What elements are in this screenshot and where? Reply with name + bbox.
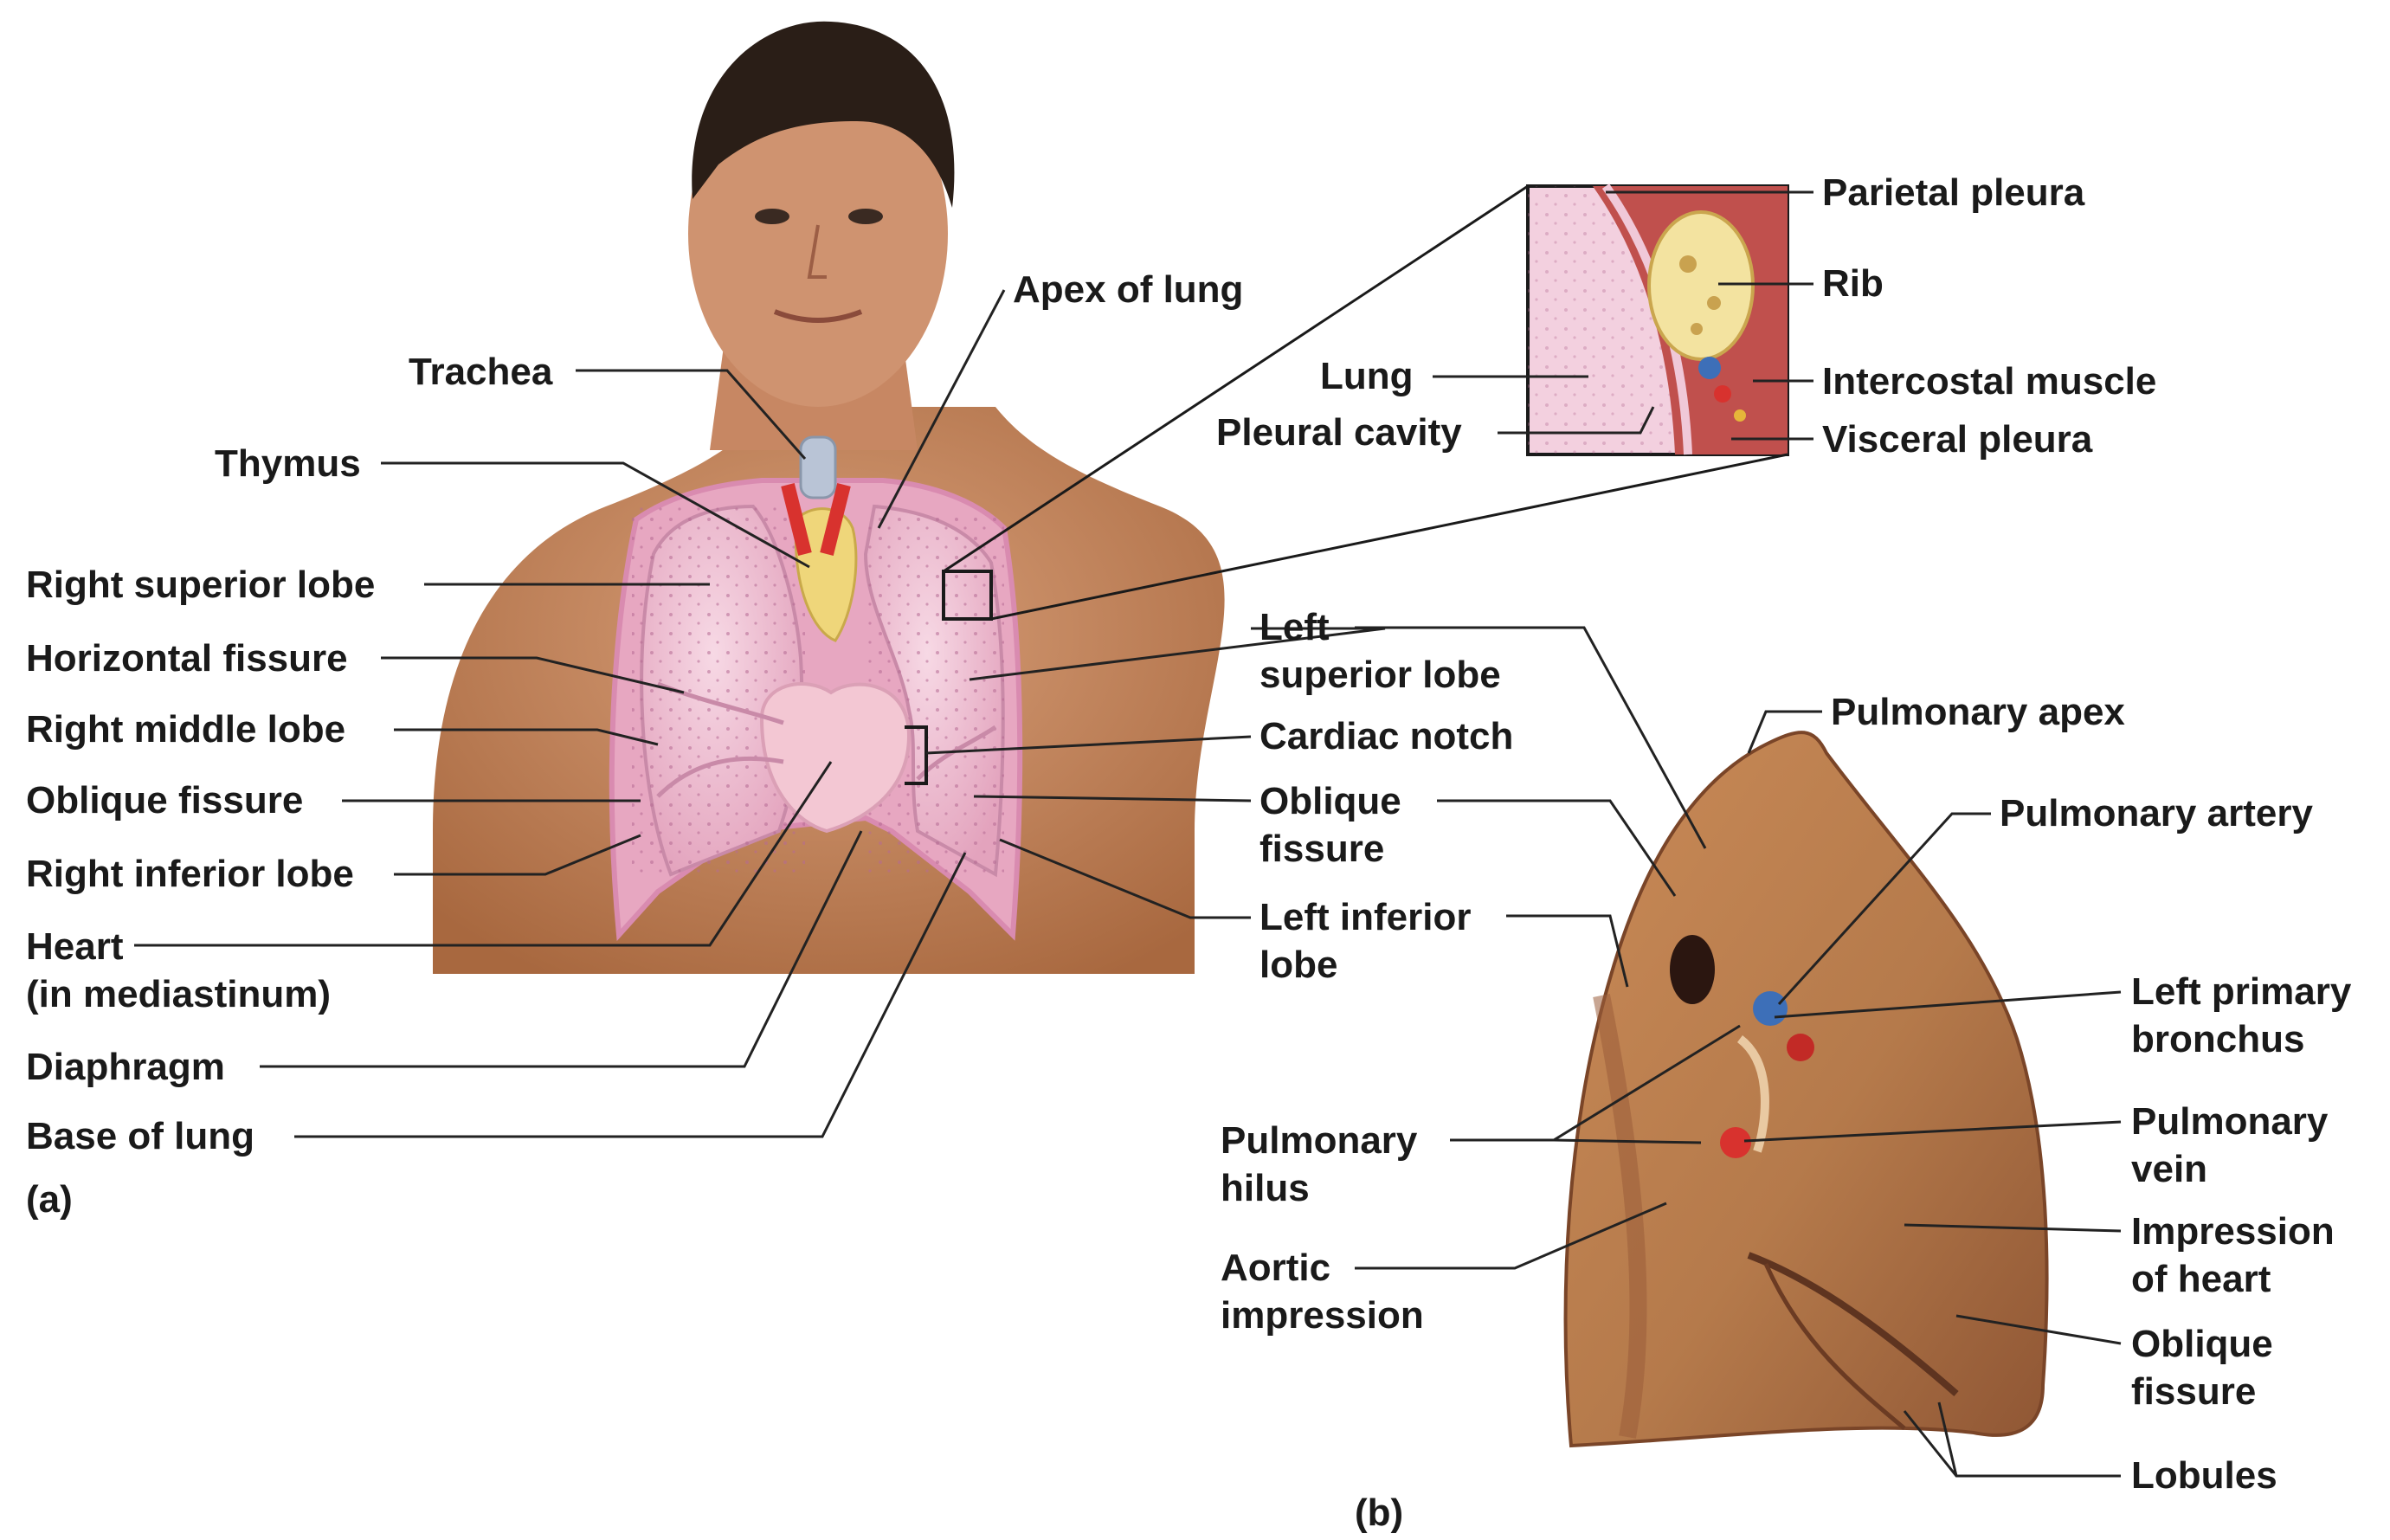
label-pulmonary-vein-line1: Pulmonary bbox=[2131, 1100, 2329, 1143]
label-left-inferior-lobe-line2: lobe bbox=[1259, 944, 1338, 986]
label-left-superior-lobe-line2: superior lobe bbox=[1259, 654, 1501, 696]
great-vessels bbox=[781, 483, 851, 556]
label-left-primary-bronchus: Left primary bronchus bbox=[2131, 968, 2351, 1063]
label-impression-of-heart: Impression of heart bbox=[2131, 1208, 2335, 1303]
pleura-inset bbox=[943, 184, 1789, 621]
label-left-primary-bronchus-line2: bronchus bbox=[2131, 1018, 2305, 1060]
label-oblique-fissure-specimen-line1: Oblique bbox=[2131, 1323, 2273, 1365]
label-intercostal-muscle: Intercostal muscle bbox=[1822, 360, 2157, 403]
label-left-primary-bronchus-line1: Left primary bbox=[2131, 970, 2352, 1013]
panel-a-tag: (a) bbox=[26, 1178, 73, 1221]
label-horizontal-fissure: Horizontal fissure bbox=[26, 637, 348, 680]
label-heart: Heart (in mediastinum) bbox=[26, 923, 331, 1018]
label-apex-of-lung: Apex of lung bbox=[1013, 268, 1244, 311]
label-rib: Rib bbox=[1822, 262, 1884, 305]
label-parietal-pleura: Parietal pleura bbox=[1822, 171, 2085, 214]
label-oblique-fissure-right: Oblique fissure bbox=[26, 779, 304, 822]
label-pulmonary-vein: Pulmonary vein bbox=[2131, 1098, 2328, 1193]
leader-lines bbox=[134, 190, 2122, 1478]
specimen-pulmonary-vein bbox=[1720, 1127, 1751, 1158]
label-aortic-impression-line2: impression bbox=[1221, 1294, 1424, 1337]
label-aortic-impression-line1: Aortic bbox=[1221, 1247, 1331, 1289]
label-oblique-fissure-left-line1: Oblique bbox=[1259, 780, 1401, 822]
label-pulmonary-hilus: Pulmonary hilus bbox=[1221, 1117, 1417, 1212]
label-lung: Lung bbox=[1320, 355, 1414, 397]
label-left-inferior-lobe-line1: Left inferior bbox=[1259, 896, 1472, 938]
label-cardiac-notch: Cardiac notch bbox=[1259, 715, 1514, 757]
label-left-superior-lobe: Left superior lobe bbox=[1259, 603, 1501, 699]
inset-locator-box bbox=[942, 570, 993, 621]
label-aortic-impression: Aortic impression bbox=[1221, 1244, 1424, 1339]
label-heart-line1: Heart bbox=[26, 925, 124, 968]
label-base-of-lung: Base of lung bbox=[26, 1115, 255, 1157]
rib bbox=[1647, 210, 1755, 361]
heart bbox=[759, 682, 912, 834]
lungs-illustration bbox=[609, 435, 1023, 942]
label-impression-of-heart-line2: of heart bbox=[2131, 1258, 2271, 1300]
label-impression-of-heart-line1: Impression bbox=[2131, 1210, 2335, 1253]
label-left-superior-lobe-line1: Left bbox=[1259, 606, 1330, 648]
label-right-superior-lobe: Right superior lobe bbox=[26, 564, 376, 606]
label-pleural-cavity: Pleural cavity bbox=[1216, 411, 1462, 454]
label-right-inferior-lobe: Right inferior lobe bbox=[26, 853, 354, 895]
label-pulmonary-artery: Pulmonary artery bbox=[2000, 792, 2313, 834]
specimen-pulmonary-artery bbox=[1753, 991, 1788, 1026]
panel-b-tag: (b) bbox=[1355, 1492, 1404, 1534]
label-heart-line2: (in mediastinum) bbox=[26, 973, 332, 1015]
label-oblique-fissure-left: Oblique fissure bbox=[1259, 777, 1401, 873]
trachea bbox=[799, 435, 837, 499]
label-visceral-pleura: Visceral pleura bbox=[1822, 418, 2093, 461]
label-oblique-fissure-left-line2: fissure bbox=[1259, 828, 1385, 870]
lung-specimen bbox=[1563, 731, 2049, 1448]
label-lobules: Lobules bbox=[2131, 1454, 2277, 1497]
hair bbox=[692, 21, 955, 208]
label-oblique-fissure-specimen-line2: fissure bbox=[2131, 1370, 2257, 1413]
label-pulmonary-hilus-line2: hilus bbox=[1221, 1167, 1310, 1209]
label-pulmonary-apex: Pulmonary apex bbox=[1831, 691, 2125, 733]
label-oblique-fissure-specimen: Oblique fissure bbox=[2131, 1320, 2273, 1415]
label-right-middle-lobe: Right middle lobe bbox=[26, 708, 346, 751]
label-left-inferior-lobe: Left inferior lobe bbox=[1259, 893, 1471, 989]
label-thymus: Thymus bbox=[215, 442, 361, 485]
label-pulmonary-hilus-line1: Pulmonary bbox=[1221, 1119, 1418, 1162]
label-trachea: Trachea bbox=[409, 351, 553, 393]
label-diaphragm: Diaphragm bbox=[26, 1046, 225, 1088]
label-pulmonary-vein-line2: vein bbox=[2131, 1148, 2208, 1190]
